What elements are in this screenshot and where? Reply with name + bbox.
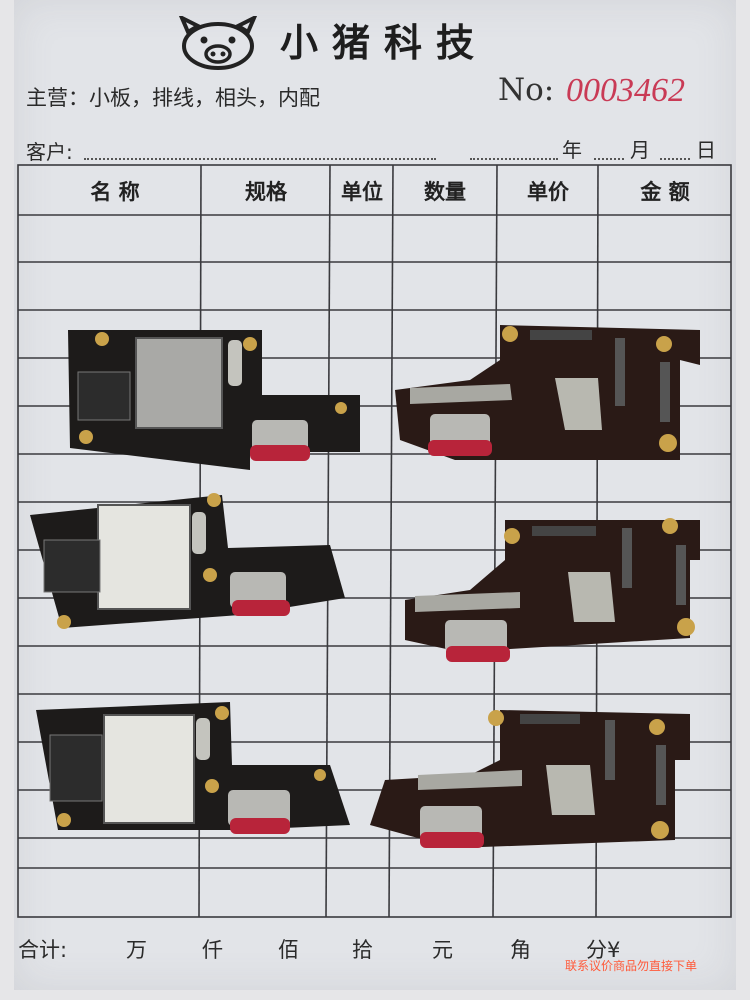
- main-business-text: 主营：小板，排线，相头，内配: [26, 86, 320, 110]
- year-line: [470, 158, 558, 160]
- month-label: 月: [630, 138, 650, 162]
- customer-label: 客户:: [26, 140, 73, 164]
- pig-logo-icon: [178, 16, 258, 70]
- board-flex-2: [405, 518, 700, 662]
- column-header-unit-price: 单价: [527, 180, 569, 204]
- year-label: 年: [562, 138, 582, 162]
- column-header-name: 名 称: [90, 180, 140, 204]
- customer-line: [84, 158, 436, 160]
- day-label: 日: [696, 138, 716, 162]
- day-line: [660, 158, 690, 160]
- serial-number: 0003462: [566, 72, 685, 109]
- board-flex-1: [395, 325, 700, 460]
- column-header-unit: 单位: [341, 180, 383, 204]
- unit-bai: 佰: [278, 938, 299, 962]
- column-header-spec: 规格: [245, 180, 287, 204]
- unit-fen: 分¥: [586, 938, 621, 962]
- unit-qian: 仟: [202, 938, 223, 962]
- board-sim-2: [30, 493, 345, 629]
- month-line: [594, 158, 624, 160]
- unit-jiao: 角: [510, 938, 531, 962]
- number-label: No:: [498, 72, 555, 108]
- watermark-text: 联系议价商品勿直接下单: [565, 959, 698, 973]
- unit-wan: 万: [126, 938, 147, 962]
- column-header-quantity: 数量: [424, 180, 466, 204]
- board-sim-1: [68, 330, 360, 470]
- unit-shi: 拾: [352, 938, 373, 962]
- board-sim-3: [36, 702, 350, 834]
- company-title: 小猪科技: [280, 21, 489, 65]
- unit-yuan: 元: [432, 938, 453, 962]
- column-header-amount: 金 额: [640, 180, 690, 204]
- total-label: 合计:: [18, 938, 68, 962]
- board-flex-3: [370, 710, 690, 848]
